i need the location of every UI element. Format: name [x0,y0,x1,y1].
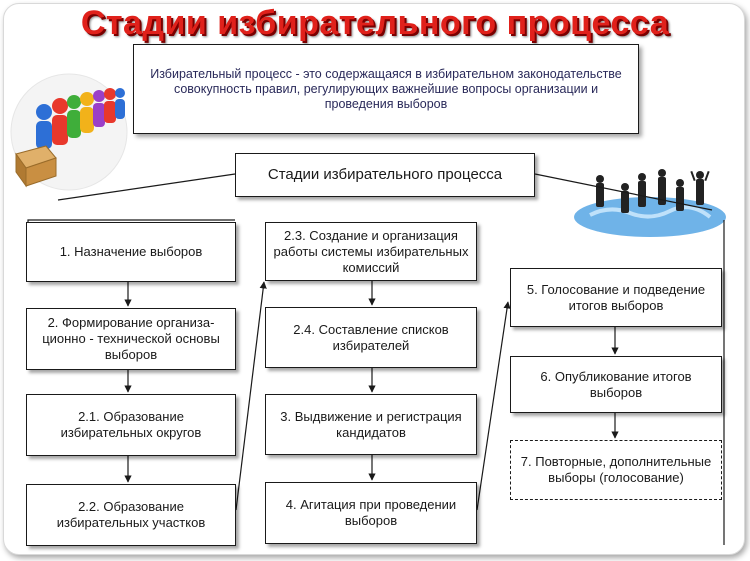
stage-box-voting: 5. Голосование и подведение итогов выбор… [510,268,722,327]
stage-label: 7. Повторные, дополнительные выборы (гол… [520,454,712,485]
stage-box-voter-lists: 2.4. Составление списков избирателей [265,307,477,368]
stage-label: 3. Выдвижение и регистрация кандидатов [280,408,462,440]
people-globe-illustration [574,169,726,237]
stage-box-campaigning: 4. Агитация при проведении выборов [265,482,477,544]
stage-box-technical-basis: 2. Формирование организа- ционно - техни… [26,308,236,370]
stage-box-candidates: 3. Выдвижение и регистрация кандидатов [265,394,477,455]
definition-box: Избирательный процесс - это содержащаяся… [133,44,639,134]
stage-label: 2.2. Образование избирательных участков [56,499,206,530]
stage-label: 6. Опубликование итогов выборов [540,368,692,400]
stages-header-text: Стадии избирательного процесса [267,166,503,183]
stage-label: 2.1. Образование избирательных округов [60,409,202,440]
stage-box-commissions: 2.3. Создание и организация работы систе… [265,222,477,281]
stage-label: 2.4. Составление списков избирателей [293,321,449,353]
stage-box-repeat-elections: 7. Повторные, дополнительные выборы (гол… [510,440,722,500]
page-title: Стадии избирательного процесса [80,4,670,42]
stage-label: 5. Голосование и подведение итогов выбор… [526,281,706,313]
stage-label: 4. Агитация при проведении выборов [285,497,457,528]
stage-box-publication: 6. Опубликование итогов выборов [510,356,722,413]
stage-box-districts: 2.1. Образование избирательных округов [26,394,236,456]
header-left-line [57,173,236,201]
stage-label: 2.3. Создание и организация работы систе… [273,227,469,275]
arrow-c1-to-c2 [235,281,267,511]
stage-box-appointment: 1. Назначение выборов [26,222,236,282]
definition-text: Избирательный процесс - это содержащаяся… [150,66,622,111]
stage-box-precincts: 2.2. Образование избирательных участков [26,484,236,546]
col1-top-line [27,219,235,222]
stages-header-box: Стадии избирательного процесса [235,153,535,197]
stage-label: 1. Назначение выборов [59,244,203,259]
header-right-line [534,173,713,211]
stage-label: 2. Формирование организа- ционно - техни… [42,315,220,362]
arrow-c2-to-c3 [476,301,511,511]
voters-illustration [10,73,128,191]
